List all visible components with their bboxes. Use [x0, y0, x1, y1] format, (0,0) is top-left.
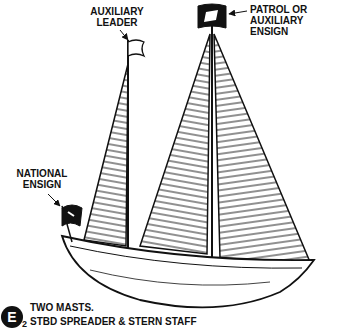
leader-arrow — [229, 11, 247, 14]
jib-sail — [214, 34, 310, 262]
subscript-number: 2 — [22, 319, 27, 330]
mizzen-sail — [84, 64, 128, 246]
hull — [62, 236, 314, 307]
ensign-mark — [68, 212, 74, 216]
rig-note: STBD SPREADER & STERN STAFF — [30, 316, 197, 327]
patrol-ensign-mark — [204, 10, 218, 22]
callout-circle: E — [1, 306, 23, 328]
mizzen-mast — [127, 40, 129, 252]
patrol-ensign-flag — [198, 4, 226, 28]
deck-line — [70, 246, 302, 268]
hull-line — [90, 270, 270, 285]
rig-note: TWO MASTS. — [30, 302, 94, 313]
leader-arrow — [48, 194, 60, 206]
main-sail — [140, 34, 210, 254]
flag-label: AUXILIARY LEADER — [78, 6, 156, 28]
main-mast — [211, 26, 213, 266]
auxiliary-leader-flag — [128, 40, 144, 56]
flag-label: NATIONAL ENSIGN — [6, 168, 78, 190]
leader-arrow — [120, 30, 128, 40]
flag-label: PATROL OR AUXILIARY ENSIGN — [250, 4, 332, 37]
callout-letter: E — [7, 309, 16, 325]
national-ensign-flag — [62, 205, 82, 226]
